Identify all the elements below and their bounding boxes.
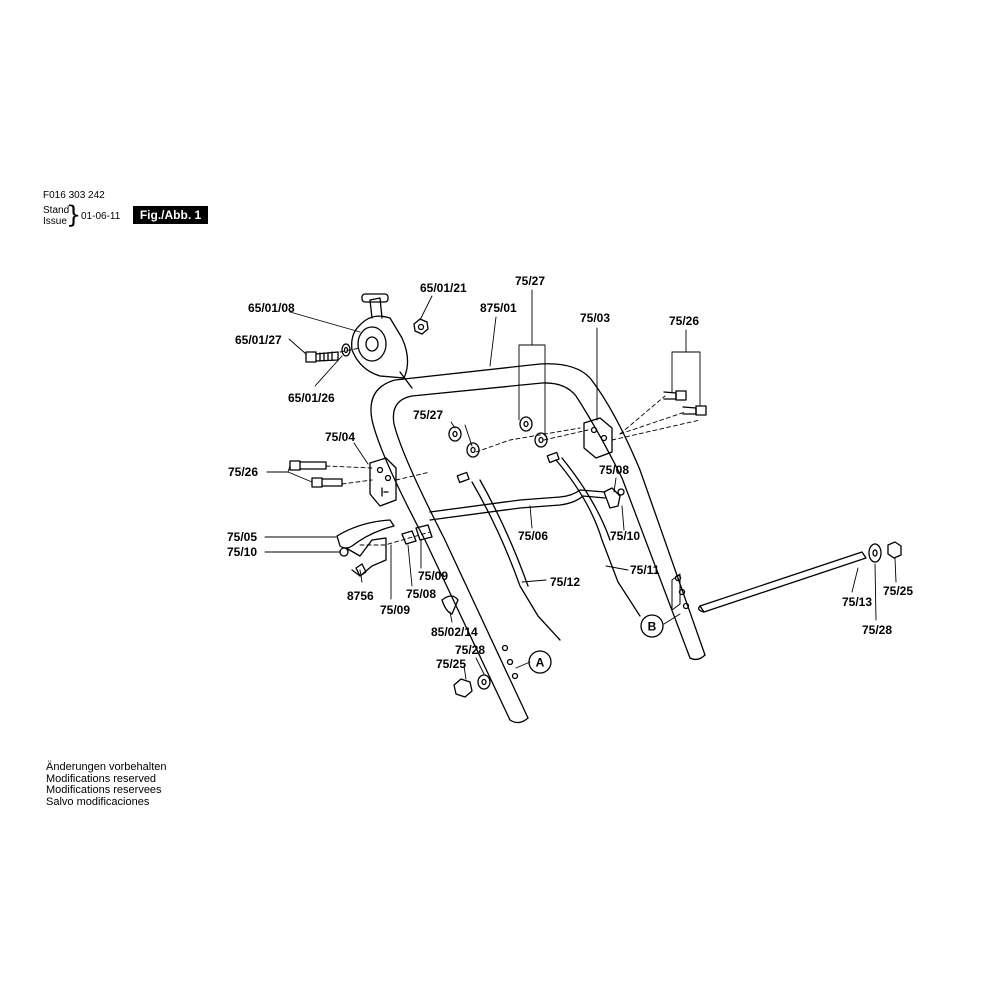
label-75-28-left: 75/28 xyxy=(455,643,485,657)
callout-a-circle xyxy=(528,650,552,674)
issue-date: 01-06-11 xyxy=(81,211,121,222)
label-75-25-left: 75/25 xyxy=(436,657,466,671)
note-fr: Modifications reservees xyxy=(46,784,162,796)
note-es: Salvo modificaciones xyxy=(46,795,150,808)
starter-box xyxy=(351,293,413,389)
callout-b-circle xyxy=(640,614,664,638)
label-75-09-b: 75/09 xyxy=(380,603,410,617)
label-75-11: 75/11 xyxy=(630,563,660,577)
callout-b: B xyxy=(648,620,657,634)
label-875-01: 875/01 xyxy=(480,301,517,315)
label-65-01-08: 65/01/08 xyxy=(248,301,295,315)
brace-icon: } xyxy=(66,201,82,229)
clamps xyxy=(369,417,613,507)
label-8756: 8756 xyxy=(347,589,374,603)
label-85-02-14: 85/02/14 xyxy=(431,625,478,639)
note-de: Änderungen vorbehalten xyxy=(46,761,167,773)
label-75-04: 75/04 xyxy=(325,430,355,444)
axle-rod xyxy=(698,551,867,613)
label-75-08-left: 75/08 xyxy=(406,587,436,601)
footer-notes: Änderungen vorbehalten Modifications res… xyxy=(46,761,167,808)
label-75-13: 75/13 xyxy=(842,595,872,609)
note-en: Modifications reserved xyxy=(46,772,157,785)
label-75-27-top: 75/27 xyxy=(515,274,545,288)
label-75-28-right: 75/28 xyxy=(862,623,892,637)
label-75-08-right: 75/08 xyxy=(599,463,629,477)
issue-label: Issue xyxy=(43,216,67,227)
label-75-26-left: 75/26 xyxy=(228,465,258,479)
label-75-27-mid: 75/27 xyxy=(413,408,443,422)
figure-badge: Fig./Abb. 1 xyxy=(133,206,208,224)
doc-number: F016 303 242 xyxy=(43,190,105,201)
label-75-10-right: 75/10 xyxy=(610,529,640,543)
adjustment-holes xyxy=(501,573,690,680)
label-65-01-26: 65/01/26 xyxy=(288,391,335,405)
label-75-06: 75/06 xyxy=(518,529,548,543)
label-75-10-left: 75/10 xyxy=(227,545,257,559)
handle-frame xyxy=(370,363,706,724)
label-75-25-right: 75/25 xyxy=(883,584,913,598)
assembly-lines xyxy=(325,347,701,546)
stand-label: Stand xyxy=(43,205,70,216)
leader-lines xyxy=(264,289,897,680)
callout-a: A xyxy=(536,656,545,670)
label-75-05: 75/05 xyxy=(227,530,257,544)
cables xyxy=(429,451,641,641)
label-65-01-21: 65/01/21 xyxy=(420,281,467,295)
label-75-03: 75/03 xyxy=(580,311,610,325)
lever-assembly xyxy=(336,487,625,615)
label-65-01-27: 65/01/27 xyxy=(235,333,282,347)
label-75-12: 75/12 xyxy=(550,575,580,589)
fasteners xyxy=(289,318,902,698)
label-75-09-a: 75/09 xyxy=(418,569,448,583)
label-75-26-right: 75/26 xyxy=(669,314,699,328)
